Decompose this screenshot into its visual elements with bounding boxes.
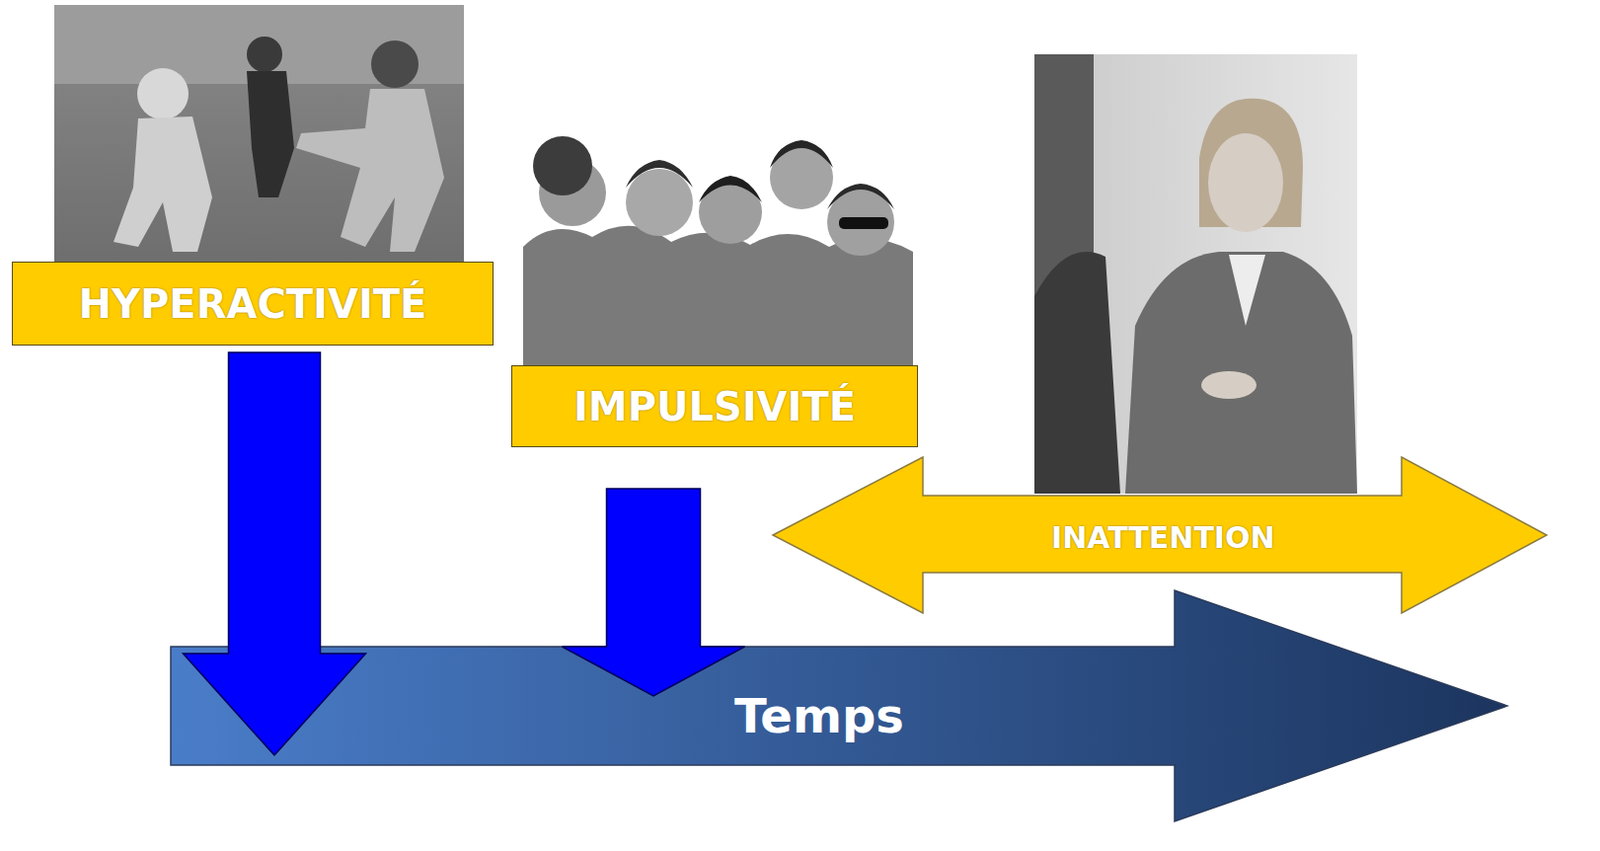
children-photo xyxy=(54,4,464,264)
interview-photo xyxy=(1034,54,1358,494)
axis-label: Temps xyxy=(734,689,905,743)
time-arrow: Temps xyxy=(169,589,1509,823)
symptom-box: HYPERACTIVITÉ xyxy=(11,261,494,346)
arrow-outline xyxy=(772,457,1547,613)
symptom-label: IMPULSIVITÉ xyxy=(573,384,856,429)
arrow-outline xyxy=(170,590,1508,822)
symptom-label: INATTENTION xyxy=(1051,521,1276,554)
group-photo xyxy=(523,128,914,368)
symptom-box: IMPULSIVITÉ xyxy=(511,365,918,448)
double-arrow-band: INATTENTION xyxy=(771,456,1548,614)
symptom-label: HYPERACTIVITÉ xyxy=(78,282,428,326)
